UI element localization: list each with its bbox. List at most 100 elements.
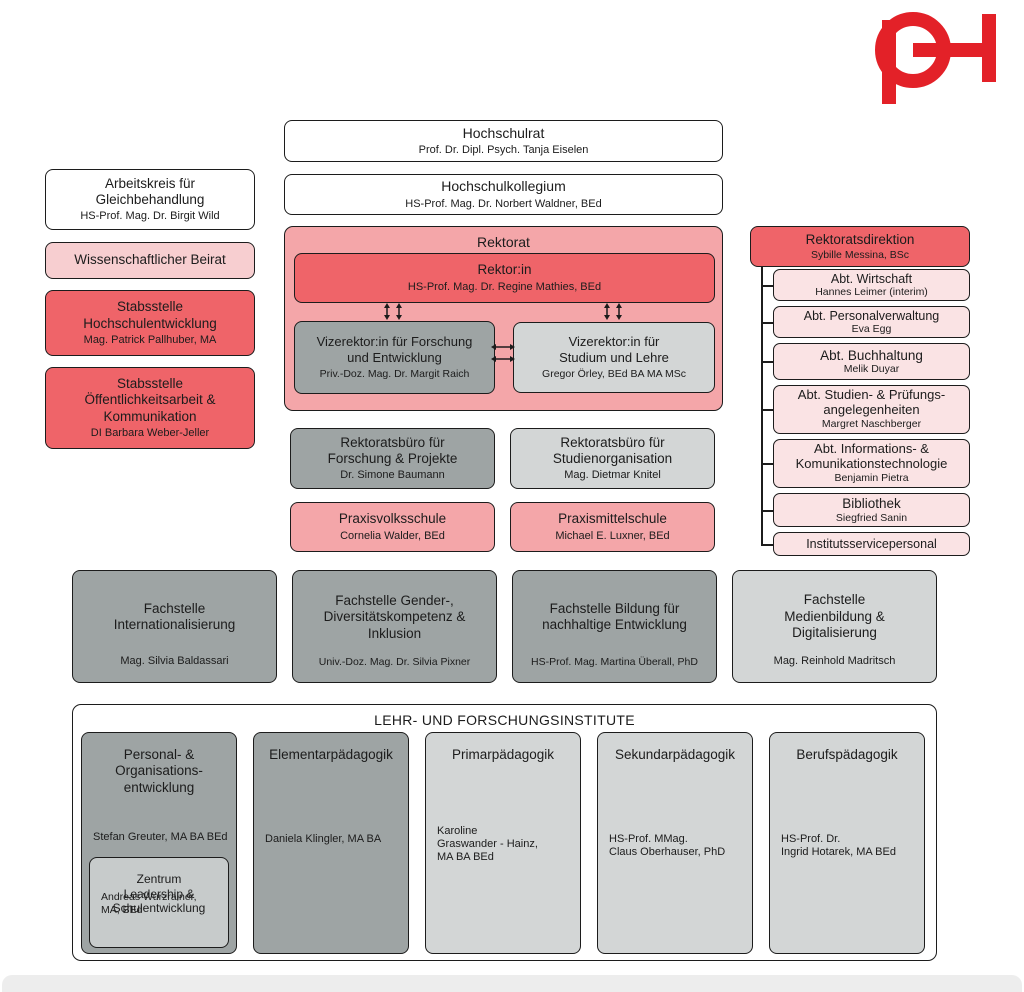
tree-stub	[761, 285, 773, 287]
box-stabsstelle-oeffentlichkeitsarbeit: Stabsstelle Öffentlichkeitsarbeit & Komm…	[45, 367, 255, 449]
rektorat-title: Rektorat	[477, 234, 530, 250]
abt-title: Abt. Studien- & Prüfungs- angelegenheite…	[797, 387, 946, 418]
abt-person: Margret Naschberger	[821, 418, 922, 431]
box-institut-primarpaedagogik: Primarpädagogik Karoline Graswander - Ha…	[425, 732, 581, 954]
hochschulrat-title: Hochschulrat	[462, 124, 545, 141]
panel-rektorat: Rektorat Rektor:in HS-Prof. Mag. Dr. Reg…	[284, 226, 723, 411]
arbeitskreis-title: Arbeitskreis für Gleichbehandlung	[95, 175, 205, 208]
tree-stub	[761, 409, 773, 411]
praxisvolksschule-title: Praxisvolksschule	[338, 511, 447, 527]
hochschulkollegium-title: Hochschulkollegium	[441, 178, 566, 195]
vizerektorin-studium-title: Vizerektor:in für Studium und Lehre	[559, 334, 669, 366]
box-vizerektorin-forschung: Vizerektor:in für Forschung und Entwickl…	[294, 321, 495, 394]
box-abt-personalverwaltung: Abt. Personalverwaltung Eva Egg	[773, 306, 970, 338]
beirat-title: Wissenschaftlicher Beirat	[74, 252, 226, 268]
stabsstelle-oeffentlichkeitsarbeit-title: Stabsstelle Öffentlichkeitsarbeit & Komm…	[84, 375, 216, 424]
box-fachstelle-nachhaltige-entwicklung: Fachstelle Bildung für nachhaltige Entwi…	[512, 570, 717, 683]
abt-person: Siegfried Sanin	[835, 511, 908, 524]
rektorin-title: Rektor:in	[477, 262, 532, 278]
stabsstelle-oeffentlichkeitsarbeit-person: DI Barbara Weber-Jeller	[90, 427, 210, 440]
page-bottom-edge	[2, 975, 1022, 992]
hochschulkollegium-person: HS-Prof. Mag. Dr. Norbert Waldner, BEd	[405, 197, 602, 210]
rektoratsbuero-studienorganisation-person: Mag. Dietmar Knitel	[564, 469, 661, 482]
institut-person: Stefan Greuter, MA BA BEd	[93, 831, 228, 843]
zentrum-person: Andreas Wurzrainer, MA, BEd	[101, 891, 197, 916]
box-institutsservicepersonal: Institutsservicepersonal	[773, 532, 970, 556]
hochschulrat-person: Prof. Dr. Dipl. Psych. Tanja Eiselen	[418, 144, 589, 157]
fachstelle-person: Mag. Reinhold Madritsch	[773, 655, 896, 668]
direktion-tree-line	[761, 267, 763, 545]
box-abt-buchhaltung: Abt. Buchhaltung Melik Duyar	[773, 343, 970, 380]
rektoratsdirektion-person: Sybille Messina, BSc	[810, 248, 910, 261]
updown-arrows-icon	[604, 303, 622, 320]
box-fachstelle-internationalisierung: Fachstelle Internationalisierung Mag. Si…	[72, 570, 277, 683]
vizerektorin-studium-person: Gregor Örley, BEd BA MA MSc	[542, 368, 686, 381]
box-fachstelle-gender-diversitaet: Fachstelle Gender-, Diversitätskompetenz…	[292, 570, 497, 683]
tree-stub	[761, 544, 773, 546]
box-rektoratsbuero-forschung: Rektoratsbüro für Forschung & Projekte D…	[290, 428, 495, 489]
institut-title: Elementarpädagogik	[269, 747, 393, 762]
abt-person: Melik Duyar	[843, 363, 900, 376]
abt-title: Bibliothek	[842, 496, 901, 512]
stabsstelle-hochschulentwicklung-title: Stabsstelle Hochschulentwicklung	[83, 299, 217, 331]
box-wissenschaftlicher-beirat: Wissenschaftlicher Beirat	[45, 242, 255, 279]
box-praxisvolksschule: Praxisvolksschule Cornelia Walder, BEd	[290, 502, 495, 552]
fachstelle-title: Fachstelle Medienbildung & Digitalisieru…	[784, 592, 885, 641]
fachstelle-title: Fachstelle Internationalisierung	[113, 600, 236, 633]
box-abt-studien-pruefung: Abt. Studien- & Prüfungs- angelegenheite…	[773, 385, 970, 434]
rektoratsdirektion-title: Rektoratsdirektion	[805, 232, 915, 248]
fachstelle-title: Fachstelle Bildung für nachhaltige Entwi…	[542, 600, 687, 633]
rektoratsbuero-forschung-person: Dr. Simone Baumann	[340, 469, 445, 482]
box-rektorin: Rektor:in HS-Prof. Mag. Dr. Regine Mathi…	[294, 253, 715, 303]
box-institut-elementarpaedagogik: Elementarpädagogik Daniela Klingler, MA …	[253, 732, 409, 954]
vizerektorin-forschung-title: Vizerektor:in für Forschung und Entwickl…	[316, 334, 473, 366]
updown-arrows-icon	[384, 303, 402, 320]
stabsstelle-hochschulentwicklung-person: Mag. Patrick Pallhuber, MA	[83, 333, 217, 346]
leftright-arrows-icon	[491, 344, 515, 362]
box-rektoratsdirektion: Rektoratsdirektion Sybille Messina, BSc	[750, 226, 970, 267]
box-institut-berufspaedagogik: Berufspädagogik HS-Prof. Dr. Ingrid Hota…	[769, 732, 925, 954]
rektoratsbuero-studienorganisation-title: Rektoratsbüro für Studienorganisation	[552, 434, 673, 467]
fachstelle-person: Univ.-Doz. Mag. Dr. Silvia Pixner	[318, 655, 471, 668]
institut-person: Daniela Klingler, MA BA	[265, 833, 382, 845]
abt-title: Abt. Wirtschaft	[830, 271, 913, 286]
box-abt-informationstechnologie: Abt. Informations- & Komunikationstechno…	[773, 439, 970, 488]
institut-title: Berufspädagogik	[796, 747, 898, 762]
institut-person: HS-Prof. MMag. Claus Oberhauser, PhD	[609, 833, 726, 858]
institut-title: Sekundarpädagogik	[614, 747, 736, 762]
tree-stub	[761, 361, 773, 363]
institut-title: Primarpädagogik	[451, 747, 555, 762]
zentrum-title: Zentrum Leadership & Schulentwicklung	[112, 872, 206, 916]
box-stabsstelle-hochschulentwicklung: Stabsstelle Hochschulentwicklung Mag. Pa…	[45, 290, 255, 356]
abt-title: Abt. Buchhaltung	[820, 347, 923, 363]
tree-stub	[761, 510, 773, 512]
box-vizerektorin-studium: Vizerektor:in für Studium und Lehre Greg…	[513, 322, 715, 393]
panel-lehr-forschungsinstitute: LEHR- UND FORSCHUNGSINSTITUTE Personal- …	[72, 704, 937, 961]
vizerektorin-forschung-person: Priv.-Doz. Mag. Dr. Margit Raich	[319, 368, 470, 381]
institut-title: Personal- & Organisations- entwicklung	[115, 747, 203, 795]
box-rektoratsbuero-studienorganisation: Rektoratsbüro für Studienorganisation Ma…	[510, 428, 715, 489]
rektorin-person: HS-Prof. Mag. Dr. Regine Mathies, BEd	[407, 280, 602, 293]
box-abt-wirtschaft: Abt. Wirtschaft Hannes Leimer (interim)	[773, 269, 970, 301]
pht-logo	[875, 12, 996, 104]
box-zentrum-leadership: Zentrum Leadership & Schulentwicklung An…	[89, 857, 229, 948]
box-praxismittelschule: Praxismittelschule Michael E. Luxner, BE…	[510, 502, 715, 552]
institut-person: Karoline Graswander - Hainz, MA BA BEd	[437, 825, 538, 863]
praxismittelschule-person: Michael E. Luxner, BEd	[555, 529, 670, 542]
abt-title: Institutsservicepersonal	[806, 536, 937, 551]
box-institut-sekundarpaedagogik: Sekundarpädagogik HS-Prof. MMag. Claus O…	[597, 732, 753, 954]
fachstelle-person: HS-Prof. Mag. Martina Überall, PhD	[531, 655, 698, 668]
abt-title: Abt. Informations- & Komunikationstechno…	[795, 441, 948, 472]
rektoratsbuero-forschung-title: Rektoratsbüro für Forschung & Projekte	[327, 434, 458, 467]
box-institut-personal-organisation: Personal- & Organisations- entwicklung S…	[81, 732, 237, 954]
institut-person: HS-Prof. Dr. Ingrid Hotarek, MA BEd	[781, 833, 896, 858]
box-fachstelle-medienbildung: Fachstelle Medienbildung & Digitalisieru…	[732, 570, 937, 683]
abt-title: Abt. Personalverwaltung	[803, 308, 940, 323]
abt-person: Hannes Leimer (interim)	[815, 286, 928, 298]
box-hochschulkollegium: Hochschulkollegium HS-Prof. Mag. Dr. Nor…	[284, 174, 723, 215]
abt-person: Benjamin Pietra	[834, 472, 909, 485]
tree-stub	[761, 322, 773, 324]
arbeitskreis-person: HS-Prof. Mag. Dr. Birgit Wild	[80, 210, 220, 223]
box-bibliothek: Bibliothek Siegfried Sanin	[773, 493, 970, 527]
